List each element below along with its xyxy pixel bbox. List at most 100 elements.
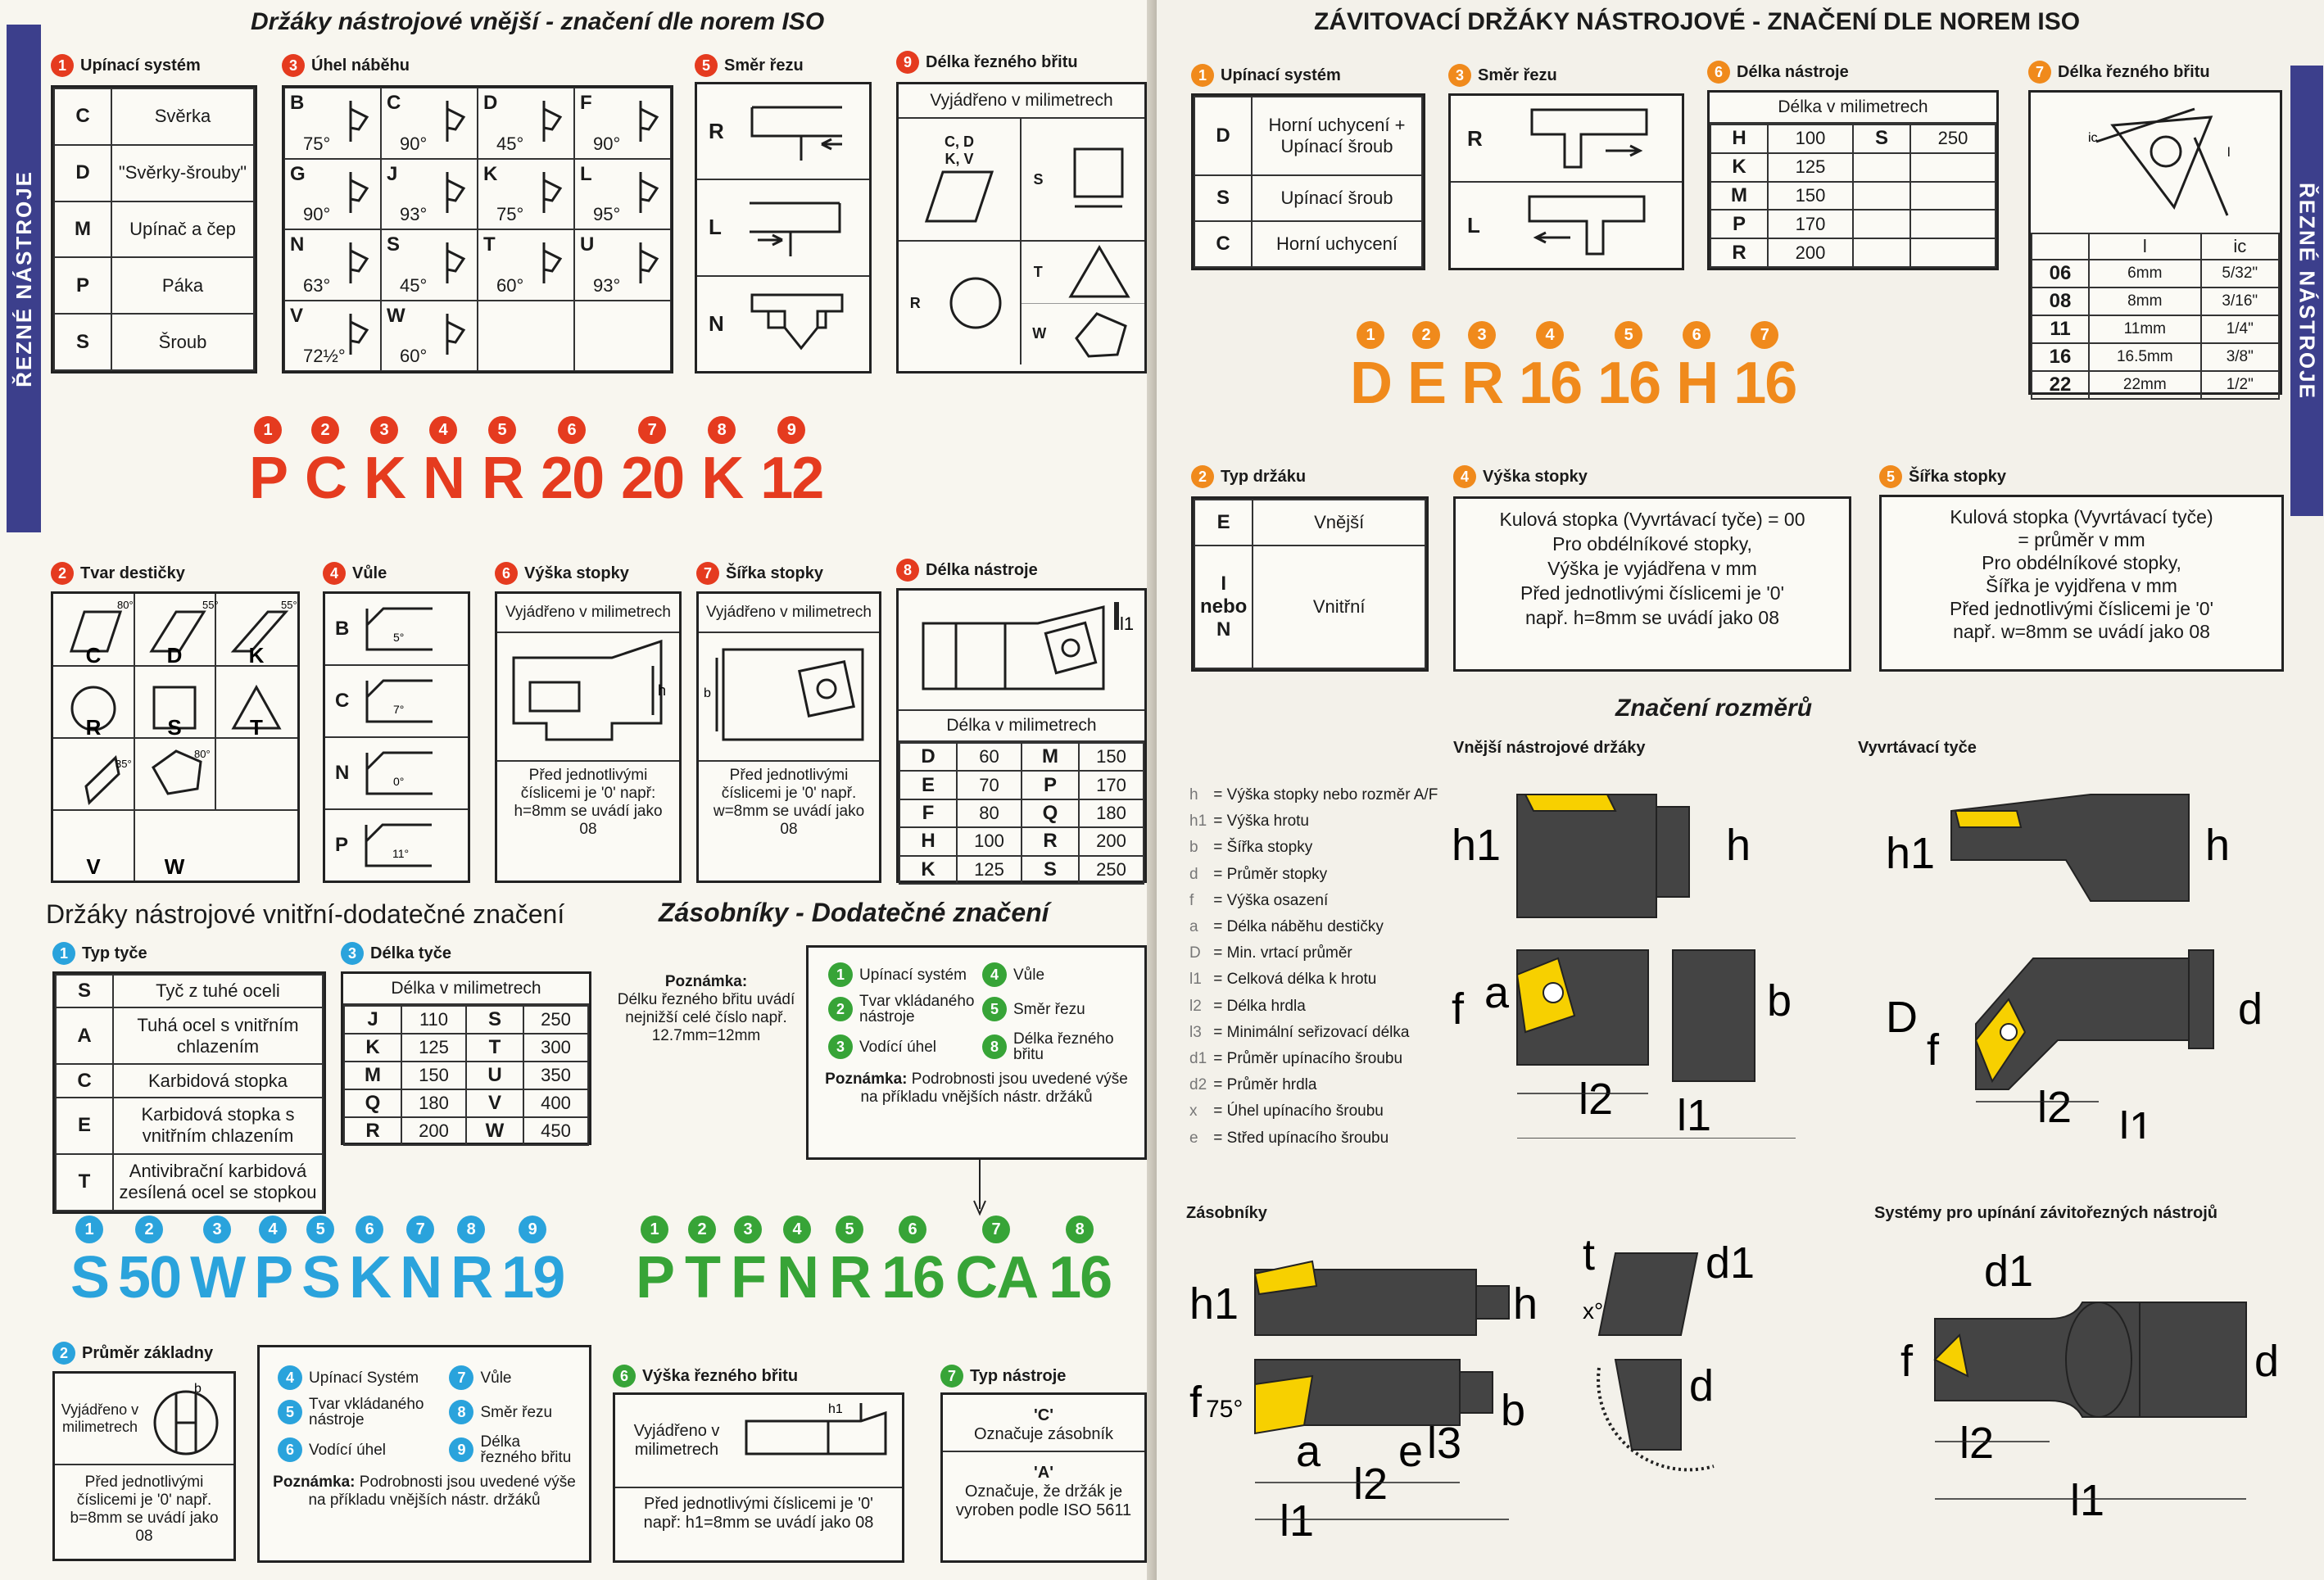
vyska-britu-subtitle: Vyjádřeno v milimetrech: [633, 1422, 720, 1459]
delka-tyce-code: K: [343, 1033, 402, 1062]
r-brit-header-cell: ic: [2199, 233, 2281, 260]
smer-n-drawing: [750, 293, 844, 351]
upinaci-row: D"Svěrky-šrouby": [53, 143, 255, 202]
legend-number: 5: [982, 997, 1007, 1021]
uhel-angle: 75°: [496, 204, 524, 224]
r-smer-l-drawing: [1528, 195, 1646, 256]
dim-b: b: [1767, 976, 1792, 1025]
bore-bar-side: h1 h: [1886, 794, 2230, 902]
zas-label-right: Zásobníky: [1186, 1204, 1267, 1222]
code-number: 7: [406, 1216, 435, 1243]
code-number: 8: [1066, 1216, 1094, 1243]
upinaci-code: C: [53, 88, 112, 146]
grid-tvar: 80° 55° 55° 35° 80° C D K R S T V W: [51, 591, 300, 883]
delka-tyce-value: 200: [401, 1116, 467, 1146]
r-delka-value: 170: [1767, 209, 1854, 240]
delka-nastroje-code: M: [1021, 741, 1080, 772]
zas-dim-l3: l3: [1427, 1419, 1461, 1468]
code-letter: K: [349, 1245, 392, 1311]
r-upinaci-value: Horní uchycení + Upínací šroub: [1251, 96, 1423, 176]
code-number: 5: [306, 1216, 335, 1243]
uhel-tool-icon: [639, 101, 659, 142]
r-delka-code: [1852, 152, 1911, 183]
r-brit-code: 11: [2031, 315, 2090, 344]
code-number: 4: [1536, 321, 1565, 349]
code-number: 7: [1751, 321, 1779, 349]
box-typ-nastroje: 'C'Označuje zásobník 'A'Označuje, že drž…: [940, 1392, 1147, 1563]
right-page: ŘEZNÉ NÁSTROJE ZÁVITOVACÍ DRŽÁKY NÁSTROJ…: [1157, 0, 2324, 1580]
info-line: Výška je vyjádřena v mm: [1547, 558, 1757, 579]
legend-text: Tvar vkládaného nástroje: [859, 993, 975, 1025]
code-letter: S: [301, 1245, 341, 1311]
brit-label-s: S: [1033, 170, 1044, 188]
legend-symbol: b: [1189, 839, 1198, 857]
info-line: Šířka je vyjdřena v mm: [1986, 575, 2177, 596]
tvar-d: D: [167, 643, 183, 668]
left-page: ŘEZNÉ NÁSTROJE Držáky nástrojové vnější …: [0, 0, 1157, 1580]
legend-text: Směr řezu: [480, 1403, 553, 1421]
uhel-code: G: [290, 162, 306, 185]
delka-tyce-code: U: [465, 1061, 524, 1090]
zas-arrow: [973, 1160, 986, 1216]
r-brit-value: 16.5mm: [2088, 342, 2202, 372]
code-number: 1: [254, 416, 283, 444]
uhel-tool-icon: [542, 101, 563, 142]
uhel-code: N: [290, 233, 305, 256]
code-letter: D: [1350, 351, 1393, 416]
uhel-code: D: [483, 92, 498, 114]
typ-tyce-code: A: [55, 1007, 114, 1066]
typ-tyce-code: E: [55, 1096, 114, 1155]
brit-label-kv: K, V: [945, 151, 974, 167]
r-delka-value: 125: [1767, 152, 1854, 183]
code-letter: N: [400, 1245, 442, 1311]
legend-text: Vodící úhel: [859, 1038, 937, 1056]
typ-tyce-value: Tyč z tuhé oceli: [112, 973, 324, 1009]
sys-dim-l2: l2: [1959, 1419, 1994, 1468]
delka-tyce-code: R: [343, 1116, 402, 1146]
code-number: 3: [734, 1216, 762, 1243]
code-letter: C: [305, 446, 347, 511]
ext-holder-drawings: h1 h f a b l2 l1: [1452, 794, 1796, 1139]
legend-symbol: x: [1189, 1102, 1198, 1120]
r-smer-r-drawing: [1530, 108, 1648, 169]
delka-tyce-value: 180: [401, 1089, 467, 1118]
tvar-w: W: [165, 854, 185, 879]
r-brit-value: 3/8": [2199, 342, 2281, 372]
brit-label-t: T: [1033, 263, 1043, 280]
delka-tyce-value: 450: [523, 1116, 589, 1146]
typ-a-code: 'A': [1034, 1464, 1053, 1482]
legend-desc: = Úhel upínacího šroubu: [1209, 1102, 1384, 1120]
legend-desc: = Délka náběhu destičky: [1209, 918, 1384, 936]
legend-symbol: d: [1189, 865, 1198, 883]
delka-tyce-value: 125: [401, 1033, 467, 1062]
zas-top: f 75° b a e l3 l2 l1: [1189, 1359, 1525, 1546]
uhel-code: L: [580, 162, 592, 185]
typ-c-text: Označuje zásobník: [973, 1425, 1114, 1443]
bore-dim-h: h: [2205, 821, 2230, 870]
tvar-angle-c: 80°: [117, 599, 134, 611]
bore-dim-l2: l2: [2037, 1083, 2072, 1132]
